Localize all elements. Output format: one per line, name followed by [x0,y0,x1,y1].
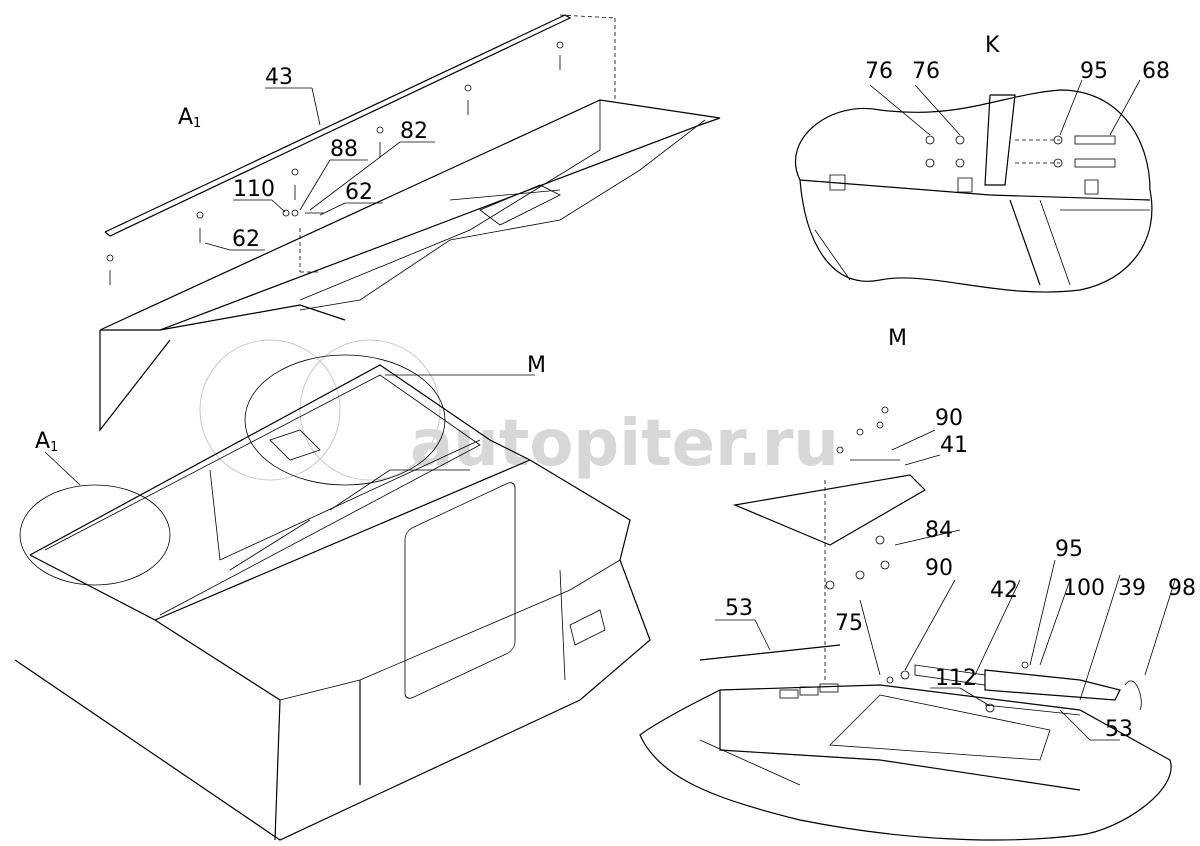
view-label-a1-main-sub: 1 [50,440,58,455]
view-label-k: K [985,33,1000,58]
callout-95-k: 95 [1080,59,1108,84]
callout-88: 88 [330,137,358,162]
detail-circles-main [19,354,535,586]
callout-39: 39 [1118,576,1146,601]
watermark-text: autopiter.ru [410,407,839,481]
callout-41: 41 [940,433,968,458]
callout-76-left: 76 [865,59,893,84]
callout-62-lower: 62 [232,227,260,252]
view-label-m-detail: M [888,326,907,351]
view-labels: A 1 A 1 K M M [35,33,1000,455]
callout-53-right: 53 [1105,717,1133,742]
callout-95-m: 95 [1055,537,1083,562]
detail-m [639,406,1172,841]
callout-76-right: 76 [912,59,940,84]
watermark: autopiter.ru [199,339,839,481]
callout-42: 42 [990,578,1018,603]
leader-lines [204,79,1176,741]
cover-part-43 [99,14,721,432]
callout-98: 98 [1168,576,1196,601]
callout-43: 43 [265,65,293,90]
view-label-a1-main: A [35,429,50,454]
callout-labels: 43 88 82 110 62 62 76 76 95 68 90 41 84 … [232,59,1196,742]
detail-k [794,89,1153,293]
callout-100: 100 [1063,576,1105,601]
view-label-a1-top-sub: 1 [193,116,201,131]
view-label-a1-top: A [178,105,193,130]
callout-82: 82 [400,119,428,144]
callout-112: 112 [935,666,977,691]
view-label-m-main: M [527,353,546,378]
main-housing [14,364,651,841]
callout-53-left: 53 [725,596,753,621]
callout-84: 84 [925,518,953,543]
callout-62-upper: 62 [345,180,373,205]
callout-75: 75 [835,611,863,636]
callout-90-upper: 90 [935,406,963,431]
callout-68: 68 [1142,59,1170,84]
callout-90-lower: 90 [925,556,953,581]
bolts-a1 [106,41,564,285]
callout-110: 110 [233,177,275,202]
